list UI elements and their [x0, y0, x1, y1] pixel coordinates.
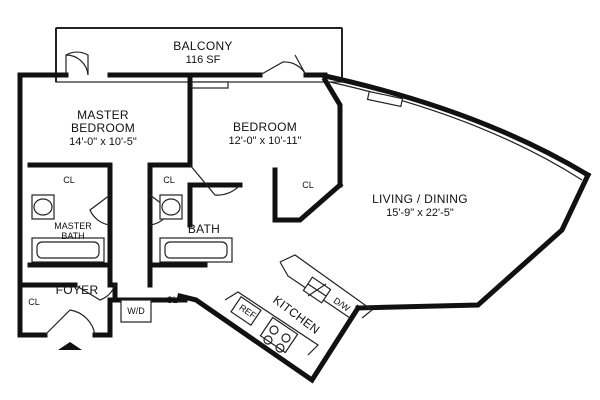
master-bedroom-label-line2: BEDROOM	[71, 121, 135, 135]
exterior-walls	[17, 72, 592, 384]
closet-label-foyer: CL	[28, 297, 40, 307]
window-marks	[191, 81, 404, 108]
doors	[44, 51, 307, 336]
washer-dryer-label: W/D	[127, 306, 145, 316]
master-bath-label-line1: MASTER	[54, 221, 92, 231]
foyer-label: FOYER	[56, 283, 99, 297]
closet-label-master-right: CL	[163, 175, 175, 185]
closet-label-laundry: CL	[166, 295, 178, 305]
interior-walls	[17, 72, 344, 303]
living-dining-label: LIVING / DINING	[372, 192, 468, 206]
bath-label: BATH	[188, 222, 220, 236]
balcony-area: 116 SF	[186, 54, 221, 66]
master-bedroom-dims: 14'-0" x 10'-5"	[69, 136, 137, 148]
entry-arrow-icon	[58, 342, 82, 350]
living-dining-dims: 15'-9" x 22'-5"	[386, 207, 454, 219]
bedroom-label: BEDROOM	[233, 120, 297, 134]
bath-fixtures	[159, 194, 233, 263]
master-bath-label-line2: BATH	[61, 231, 84, 241]
master-bedroom-label-line1: MASTER	[77, 108, 129, 122]
bedroom-dims: 12'-0" x 10'-11"	[229, 135, 302, 147]
balcony-label: BALCONY	[173, 39, 232, 53]
master-bath-fixtures	[31, 194, 105, 263]
dishwasher-label: D/W	[332, 295, 353, 313]
closet-label-master-left: CL	[63, 175, 75, 185]
closet-label-bedroom: CL	[302, 180, 314, 190]
kitchen-fixtures	[120, 254, 373, 356]
